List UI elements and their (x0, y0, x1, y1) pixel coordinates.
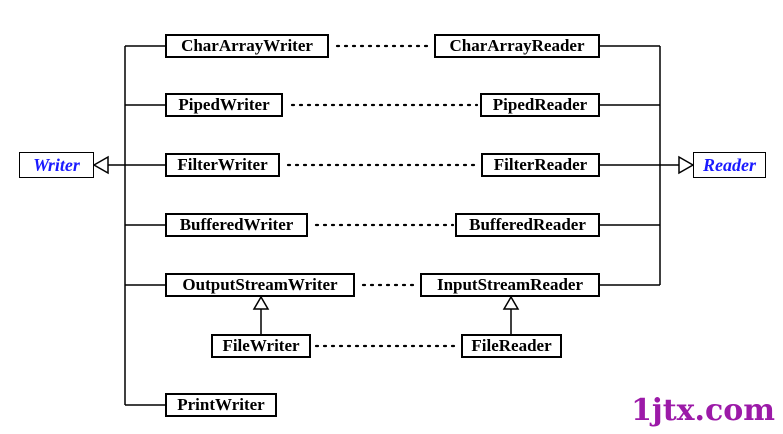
filereader-box: FileReader (461, 334, 562, 358)
outputstreamwriter-box: OutputStreamWriter (165, 273, 355, 297)
site-watermark: 1jtx.com (631, 393, 775, 428)
bufferedreader-box: BufferedReader (455, 213, 600, 237)
inputstreamreader-box: InputStreamReader (420, 273, 600, 297)
inputstream-inheritance-arrow-icon (502, 295, 520, 310)
writer-inheritance-arrow-icon (92, 155, 109, 175)
connector-lines (107, 45, 679, 406)
correspondence-dots (286, 44, 482, 348)
filterwriter-box: FilterWriter (165, 153, 280, 177)
chararraywriter-box: CharArrayWriter (165, 34, 329, 58)
pipedreader-box: PipedReader (480, 93, 600, 117)
filewriter-box: FileWriter (211, 334, 311, 358)
printwriter-box: PrintWriter (165, 393, 277, 417)
chararrayreader-box: CharArrayReader (434, 34, 600, 58)
reader-inheritance-arrow-icon (678, 155, 695, 175)
reader-abstract-class: Reader (693, 152, 766, 178)
filterreader-box: FilterReader (481, 153, 600, 177)
pipedwriter-box: PipedWriter (165, 93, 283, 117)
outputstream-inheritance-arrow-icon (252, 295, 270, 310)
writer-abstract-class: Writer (19, 152, 94, 178)
bufferedwriter-box: BufferedWriter (165, 213, 308, 237)
